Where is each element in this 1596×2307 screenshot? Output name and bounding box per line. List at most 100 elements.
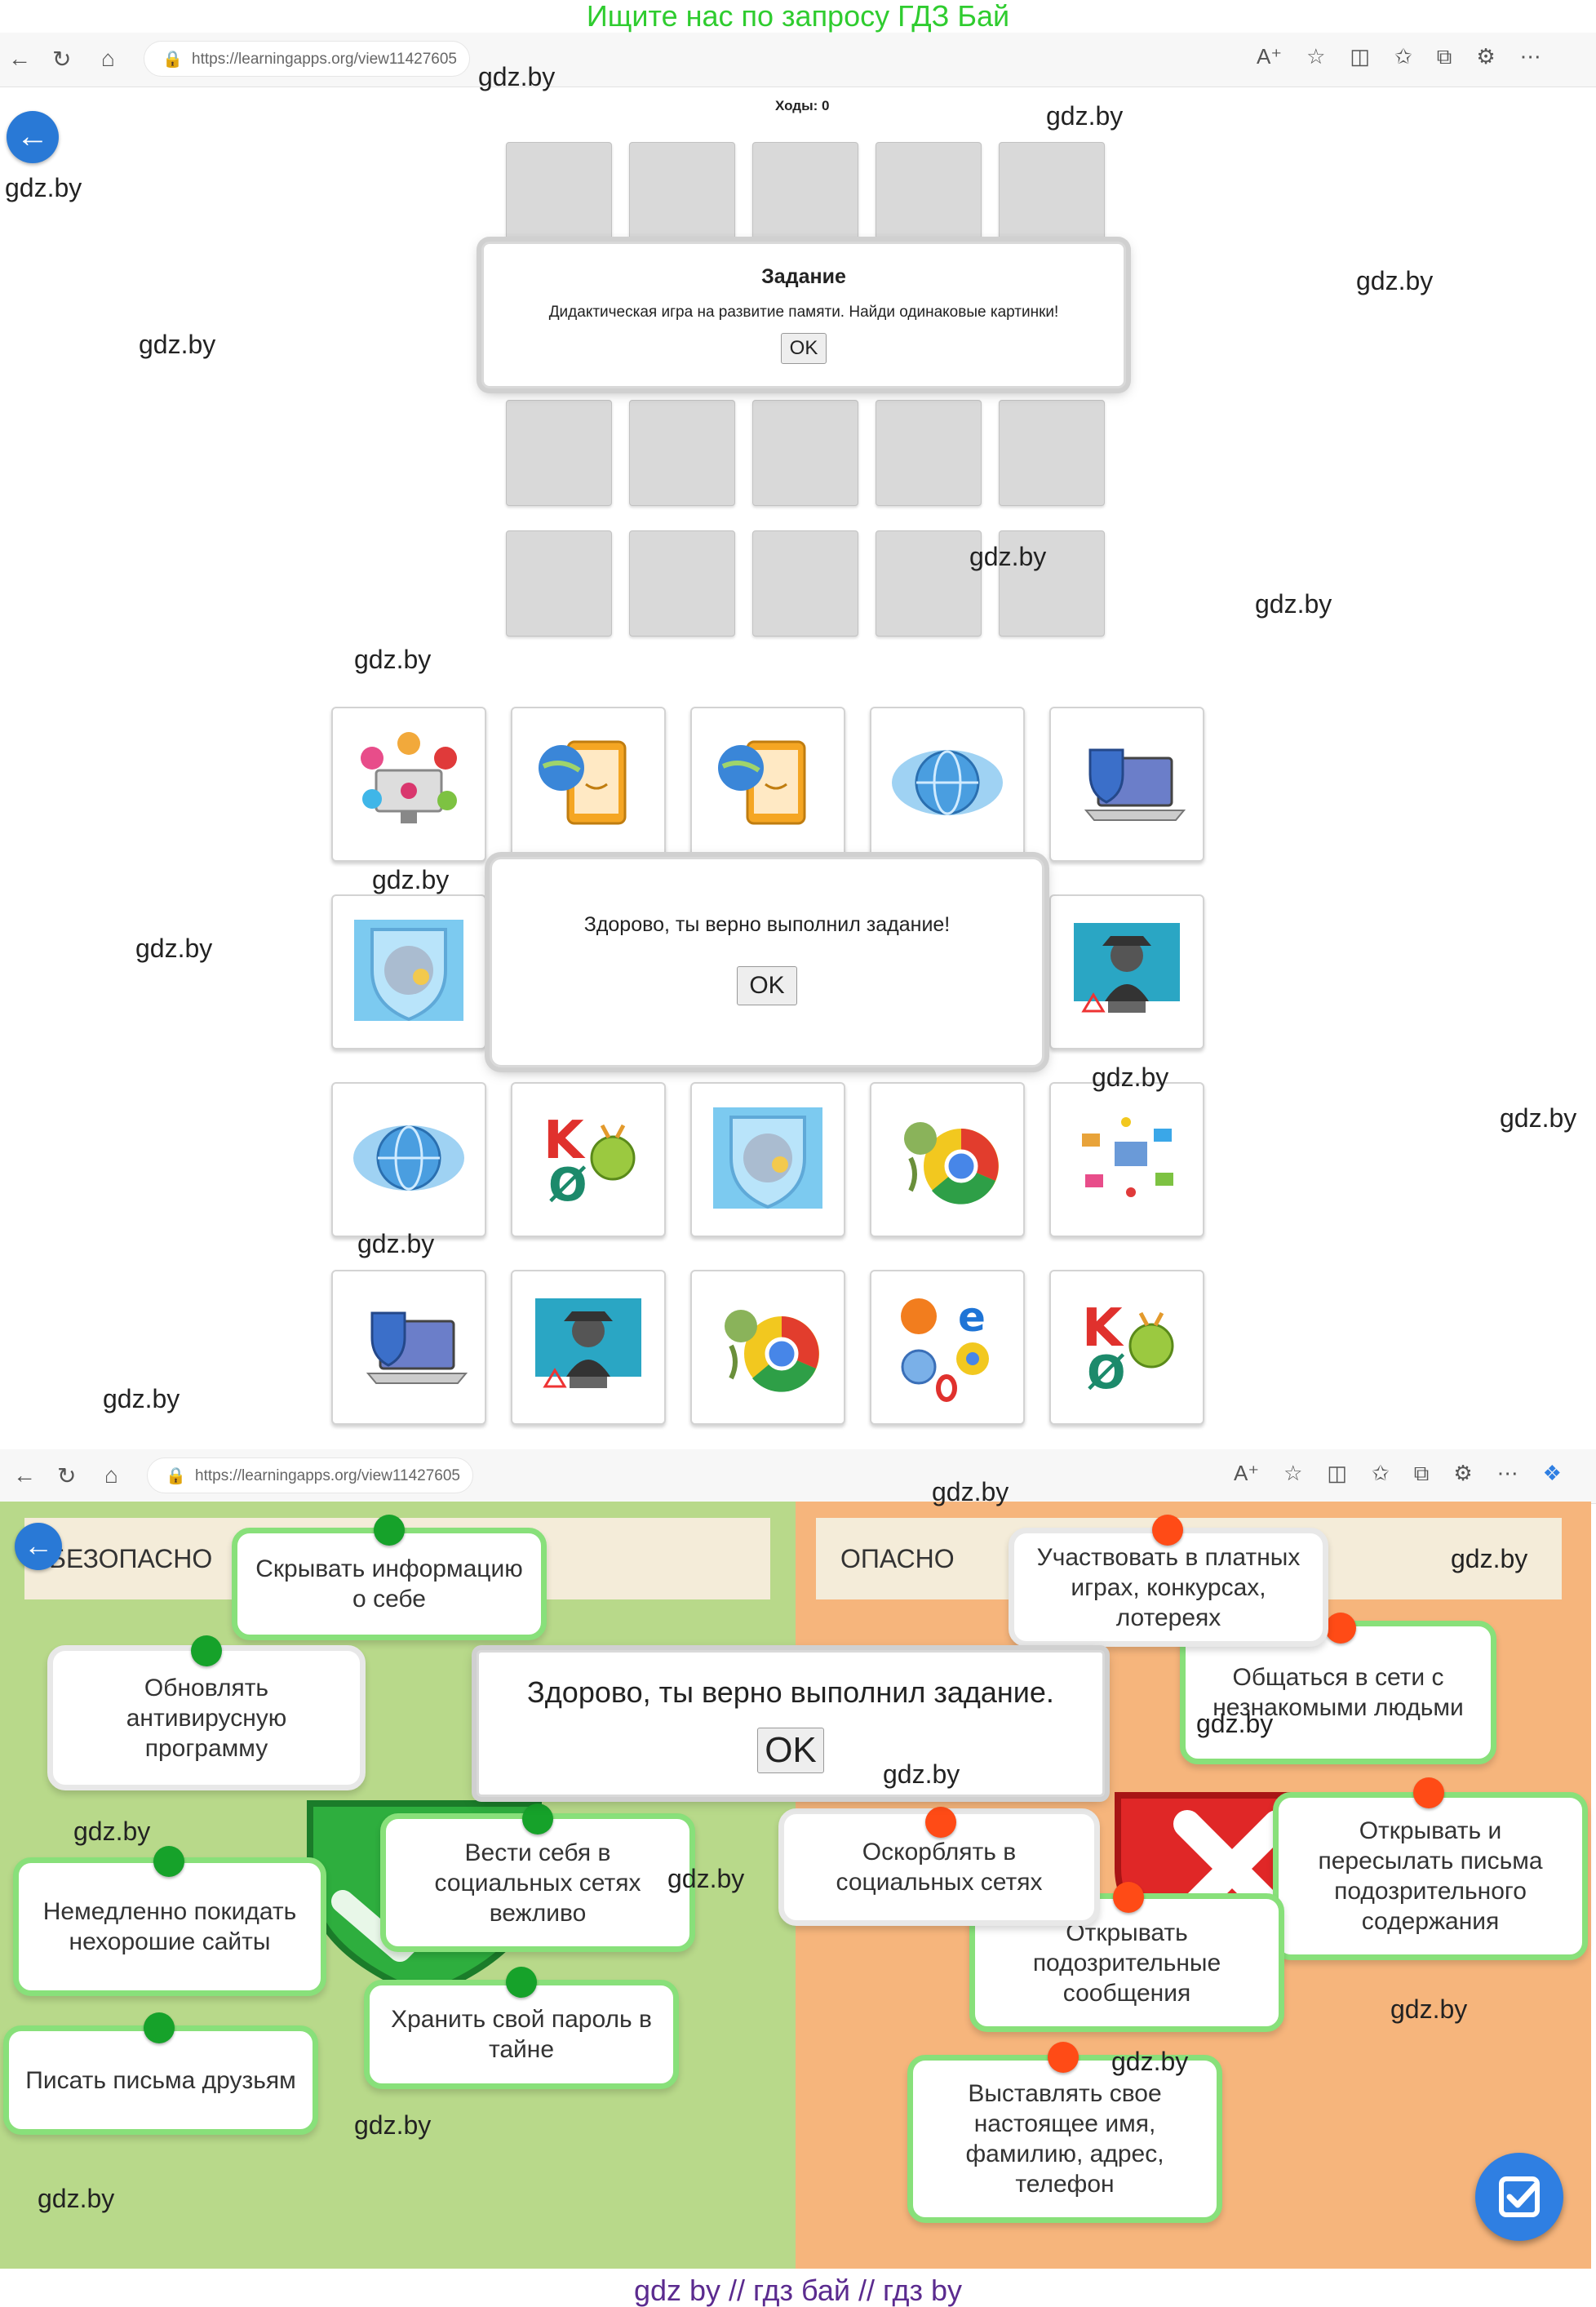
card-hide-info[interactable]: Скрывать информацию о себе [232, 1528, 547, 1640]
picture-card[interactable] [331, 1082, 486, 1237]
card-behave-politely[interactable]: Вести себя в социальных сетях вежливо [380, 1813, 695, 1952]
svg-text:K: K [543, 1111, 586, 1171]
sorting-success-text: Здорово, ты верно выполнил задание. [527, 1675, 1054, 1709]
watermark: gdz.by [1500, 1103, 1577, 1133]
check-button[interactable] [1475, 2153, 1563, 2241]
hidden-card[interactable] [876, 400, 982, 506]
memory-success-text: Здорово, ты верно выполнил задание! [583, 913, 951, 936]
browser-toolbar-2: ← ↻ ⌂ 🔒 https://learningapps.org/view114… [0, 1449, 1596, 1504]
card-open-messages[interactable]: Открывать подозрительные сообщения [969, 1893, 1284, 2032]
picture-card[interactable] [870, 707, 1025, 862]
hacker-monitor-icon [527, 1289, 649, 1407]
picture-card[interactable] [690, 707, 845, 862]
hidden-card[interactable] [506, 142, 612, 248]
favorite-star-icon[interactable]: ☆ [1306, 44, 1326, 69]
back-arrow-icon-2[interactable]: ← [13, 1462, 36, 1488]
laptop-shield-icon [1066, 725, 1188, 844]
watermark: gdz.by [5, 173, 82, 202]
card-update-antivirus[interactable]: Обновлять антивирусную программу [47, 1645, 366, 1790]
card-keep-password[interactable]: Хранить свой пароль в тайне [364, 1980, 679, 2089]
green-pin [506, 1967, 537, 1998]
red-pin [1413, 1777, 1444, 1808]
browser-toolbar: ← ↻ ⌂ 🔒 https://learningapps.org/view114… [0, 33, 1596, 87]
hidden-card[interactable] [752, 400, 858, 506]
picture-card[interactable] [1049, 707, 1204, 862]
address-bar[interactable]: 🔒 https://learningapps.org/view11427605 [144, 41, 470, 77]
hidden-card[interactable] [876, 530, 982, 637]
read-aloud-icon[interactable]: A⁺ [1257, 44, 1283, 69]
copilot-icon[interactable]: ❖ [1542, 1461, 1562, 1485]
card-write-friends[interactable]: Писать письма друзьям [3, 2025, 318, 2135]
sorting-ok-button[interactable]: OK [757, 1728, 824, 1773]
picture-card[interactable] [511, 707, 666, 862]
hidden-card[interactable] [752, 530, 858, 637]
picture-card[interactable]: e [870, 1270, 1025, 1425]
split-view-icon-2[interactable]: ◫ [1327, 1461, 1347, 1485]
reload-icon-2[interactable]: ↻ [57, 1463, 77, 1488]
home-icon[interactable]: ⌂ [101, 46, 115, 71]
red-pin [1152, 1515, 1183, 1546]
extensions-icon-2[interactable]: ⚙ [1453, 1461, 1473, 1485]
watermark: gdz.by [1111, 2047, 1189, 2076]
sorting-success-dialog: Здорово, ты верно выполнил задание. OK [477, 1650, 1105, 1797]
task-ok-button[interactable]: OK [780, 333, 827, 364]
read-aloud-icon-2[interactable]: A⁺ [1234, 1461, 1260, 1485]
favorites-icon-2[interactable]: ✩ [1371, 1461, 1390, 1485]
address-bar-2[interactable]: 🔒 https://learningapps.org/view11427605 [147, 1457, 473, 1493]
hidden-card[interactable] [999, 530, 1105, 637]
picture-card[interactable] [331, 894, 486, 1049]
watermark: gdz.by [135, 934, 213, 963]
picture-card[interactable] [511, 1270, 666, 1425]
picture-card[interactable] [690, 1270, 845, 1425]
red-pin [1113, 1882, 1144, 1913]
lock-icon-2: 🔒 [166, 1467, 186, 1485]
watermark: gdz.by [354, 645, 432, 674]
hidden-card[interactable] [629, 142, 735, 248]
collections-icon[interactable]: ⧉ [1436, 44, 1452, 69]
collections-icon-2[interactable]: ⧉ [1413, 1461, 1430, 1485]
picture-card[interactable] [1049, 1082, 1204, 1237]
arrow-left-icon: ← [16, 118, 49, 154]
watermark: gdz.by [1255, 589, 1332, 619]
favorites-icon[interactable]: ✩ [1394, 44, 1412, 69]
hidden-card[interactable] [629, 530, 735, 637]
back-button-2[interactable]: ← [15, 1523, 62, 1570]
watermark: gdz.by [103, 1384, 180, 1413]
watermark: gdz.by [1390, 1994, 1468, 2024]
picture-card[interactable] [870, 1082, 1025, 1237]
url-text: https://learningapps.org/view11427605 [192, 51, 457, 68]
laptop-shield-icon [348, 1289, 470, 1407]
favorite-star-icon-2[interactable]: ☆ [1283, 1461, 1303, 1485]
reload-icon[interactable]: ↻ [52, 47, 72, 72]
extensions-icon[interactable]: ⚙ [1476, 44, 1496, 69]
back-button[interactable]: ← [7, 111, 59, 163]
card-leave-bad-sites[interactable]: Немедленно покидать нехорошие сайты [13, 1857, 326, 1996]
memory-ok-button[interactable]: OK [737, 966, 797, 1005]
hidden-card[interactable] [752, 142, 858, 248]
hidden-card[interactable] [629, 400, 735, 506]
hidden-card[interactable] [876, 142, 982, 248]
more-menu-icon[interactable]: ⋯ [1519, 44, 1541, 69]
card-post-identity[interactable]: Выставлять свое настоящее имя, фамилию, … [907, 2055, 1222, 2223]
hidden-card[interactable] [506, 400, 612, 506]
watermark: gdz.by [1196, 1709, 1274, 1738]
red-pin [1325, 1613, 1356, 1644]
split-view-icon[interactable]: ◫ [1350, 44, 1370, 69]
hidden-card[interactable] [999, 400, 1105, 506]
picture-card[interactable] [1049, 894, 1204, 1049]
picture-card[interactable] [331, 707, 486, 862]
picture-card[interactable] [690, 1082, 845, 1237]
more-menu-icon-2[interactable]: ⋯ [1496, 1461, 1518, 1485]
check-icon [1499, 2176, 1540, 2217]
back-arrow-icon[interactable]: ← [8, 46, 31, 71]
picture-card[interactable] [331, 1270, 486, 1425]
svg-text:Ø: Ø [1087, 1346, 1126, 1400]
hidden-card[interactable] [506, 530, 612, 637]
home-icon-2[interactable]: ⌂ [104, 1462, 118, 1488]
task-dialog-title: Задание [761, 265, 846, 288]
card-forward-emails[interactable]: Открывать и пересылать письма подозрител… [1273, 1792, 1588, 1960]
hidden-card[interactable] [999, 142, 1105, 248]
